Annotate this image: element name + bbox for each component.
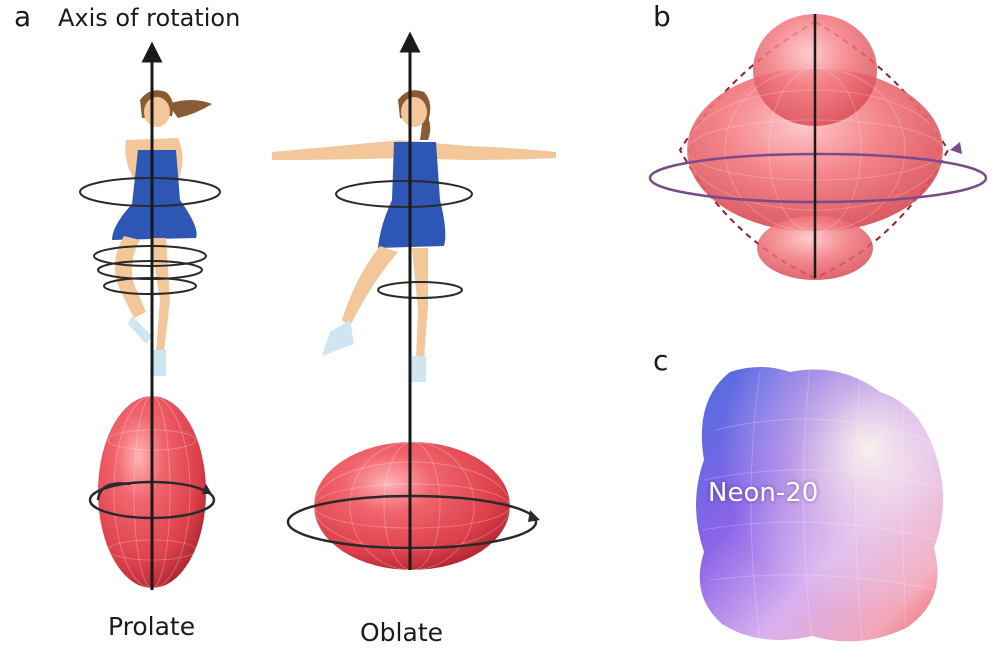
neon-20-label: Neon-20	[708, 478, 819, 508]
oblate-nucleus	[286, 441, 540, 571]
skater-prolate-icon	[112, 90, 212, 376]
hexadecapole-nucleus	[648, 14, 988, 280]
rotation-arrows-prolate-icon	[79, 177, 221, 295]
axis-of-rotation-title: Axis of rotation	[58, 4, 241, 32]
neon-20-nucleus	[696, 367, 943, 643]
panel-a-letter: a	[14, 0, 32, 33]
skater-oblate-icon	[272, 90, 556, 382]
prolate-group	[79, 41, 221, 590]
panel-b-letter: b	[653, 0, 671, 33]
prolate-label: Prolate	[108, 612, 196, 641]
panel-c-letter: c	[653, 344, 669, 377]
oblate-group	[272, 31, 556, 571]
oblate-label: Oblate	[360, 618, 443, 647]
rotation-arrows-oblate-icon	[335, 180, 473, 299]
